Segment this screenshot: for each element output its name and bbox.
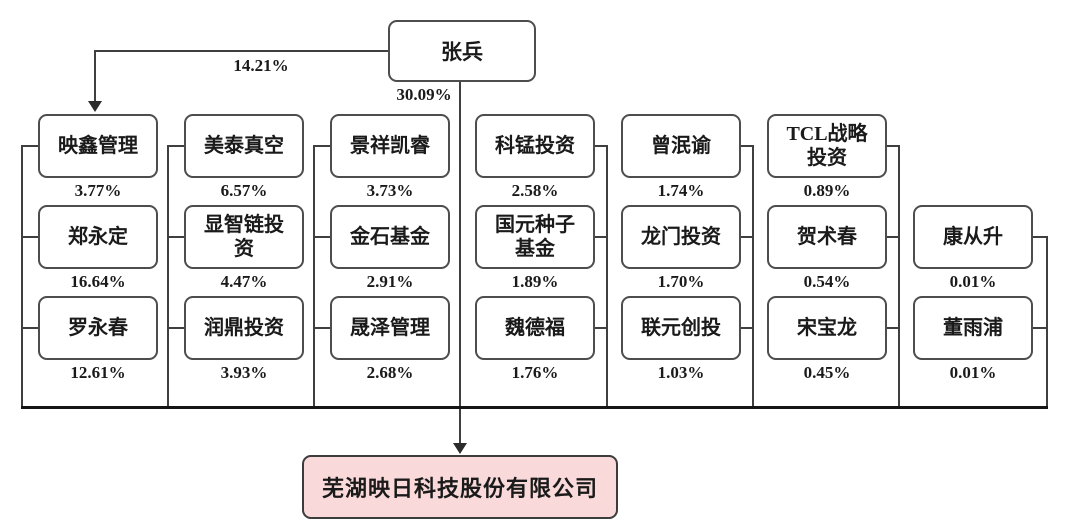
ownership-percent: 0.54% bbox=[803, 272, 851, 291]
collector-line bbox=[21, 406, 1048, 409]
connector-line bbox=[595, 236, 608, 238]
shareholder-box: 龙门投资 bbox=[621, 205, 741, 269]
ownership-percent: 2.91% bbox=[366, 272, 414, 291]
shareholder-name: 金石基金 bbox=[350, 225, 430, 248]
shareholder-name: 龙门投资 bbox=[641, 225, 721, 248]
connector-line bbox=[1033, 327, 1048, 329]
ownership-percent: 3.93% bbox=[220, 363, 268, 382]
ownership-percent: 4.47% bbox=[220, 272, 268, 291]
connector-line bbox=[167, 145, 184, 147]
shareholder-name: 罗永春 bbox=[68, 316, 128, 339]
company-name: 芜湖映日科技股份有限公司 bbox=[321, 476, 598, 501]
shareholder-box: 联元创投 bbox=[621, 296, 741, 360]
shareholder-box: 美泰真空 bbox=[184, 114, 304, 178]
shareholder-box: 映鑫管理 bbox=[38, 114, 158, 178]
shareholder-name: TCL战略投资 bbox=[786, 122, 868, 169]
connector-line bbox=[887, 145, 900, 147]
connector-line bbox=[741, 327, 754, 329]
shareholder-name: 联元创投 bbox=[641, 316, 721, 339]
shareholder-name: 映鑫管理 bbox=[58, 134, 138, 157]
connector-line bbox=[887, 236, 900, 238]
connector-line bbox=[1046, 236, 1048, 407]
shareholder-name: 贺术春 bbox=[797, 225, 857, 248]
shareholder-box: 罗永春 bbox=[38, 296, 158, 360]
shareholder-box: 润鼎投资 bbox=[184, 296, 304, 360]
connector-line bbox=[21, 327, 38, 329]
connector-line bbox=[887, 327, 900, 329]
shareholder-box: 显智链投资 bbox=[184, 205, 304, 269]
ownership-percent: 2.58% bbox=[511, 181, 559, 200]
connector-line bbox=[459, 82, 461, 444]
shareholder-box: 国元种子基金 bbox=[475, 205, 595, 269]
shareholder-name: 魏德福 bbox=[505, 316, 565, 339]
shareholder-name: 郑永定 bbox=[68, 225, 128, 248]
connector-line bbox=[167, 145, 169, 407]
connector-line bbox=[741, 236, 754, 238]
ownership-percent: 1.76% bbox=[511, 363, 559, 382]
ownership-percent: 1.74% bbox=[657, 181, 705, 200]
ownership-percent: 12.61% bbox=[70, 363, 126, 382]
shareholder-name: 美泰真空 bbox=[204, 134, 284, 157]
company-box: 芜湖映日科技股份有限公司 bbox=[302, 455, 618, 519]
ownership-percent: 3.77% bbox=[74, 181, 122, 200]
ownership-percent: 6.57% bbox=[220, 181, 268, 200]
arrow-down-icon bbox=[453, 443, 467, 454]
shareholder-box: 郑永定 bbox=[38, 205, 158, 269]
arrow-down-icon bbox=[88, 101, 102, 112]
shareholder-box: 宋宝龙 bbox=[767, 296, 887, 360]
connector-line bbox=[1033, 236, 1048, 238]
shareholder-name: 曾泯谕 bbox=[651, 134, 711, 157]
shareholder-name: 国元种子基金 bbox=[495, 213, 575, 260]
connector-line bbox=[313, 236, 330, 238]
connector-line bbox=[313, 145, 330, 147]
connector-line bbox=[595, 145, 608, 147]
shareholder-name: 润鼎投资 bbox=[204, 316, 284, 339]
ownership-percent: 3.73% bbox=[366, 181, 414, 200]
shareholder-name: 晟泽管理 bbox=[350, 316, 430, 339]
shareholder-box: 科锰投资 bbox=[475, 114, 595, 178]
connector-line bbox=[21, 236, 38, 238]
connector-line bbox=[21, 145, 38, 147]
shareholder-name: 宋宝龙 bbox=[797, 316, 857, 339]
percent-label-root-to-first-shareholder: 14.21% bbox=[233, 56, 289, 75]
shareholder-box: 景祥凯睿 bbox=[330, 114, 450, 178]
shareholder-box: 贺术春 bbox=[767, 205, 887, 269]
connector-line bbox=[741, 145, 754, 147]
connector-line bbox=[94, 50, 96, 103]
connector-line bbox=[167, 236, 184, 238]
ownership-percent: 0.01% bbox=[949, 363, 997, 382]
ownership-percent: 1.03% bbox=[657, 363, 705, 382]
shareholder-box: 董雨浦 bbox=[913, 296, 1033, 360]
shareholder-box: 曾泯谕 bbox=[621, 114, 741, 178]
root-shareholder-box: 张兵 bbox=[388, 20, 536, 82]
connector-line bbox=[95, 50, 389, 52]
connector-line bbox=[167, 327, 184, 329]
connector-line bbox=[313, 145, 315, 407]
shareholder-box: 魏德福 bbox=[475, 296, 595, 360]
shareholder-box: 晟泽管理 bbox=[330, 296, 450, 360]
shareholder-name: 显智链投资 bbox=[204, 213, 284, 260]
percent-label-root-to-company: 30.09% bbox=[396, 85, 452, 104]
shareholder-name: 董雨浦 bbox=[943, 316, 1003, 339]
shareholder-box: 金石基金 bbox=[330, 205, 450, 269]
shareholder-name: 科锰投资 bbox=[495, 134, 575, 157]
shareholder-name: 景祥凯睿 bbox=[350, 134, 430, 157]
shareholder-name: 康从升 bbox=[943, 225, 1003, 248]
shareholder-box: TCL战略投资 bbox=[767, 114, 887, 178]
connector-line bbox=[898, 145, 900, 407]
connector-line bbox=[606, 145, 608, 407]
ownership-percent: 1.89% bbox=[511, 272, 559, 291]
ownership-percent: 0.89% bbox=[803, 181, 851, 200]
ownership-percent: 16.64% bbox=[70, 272, 126, 291]
connector-line bbox=[313, 327, 330, 329]
ownership-percent: 0.01% bbox=[949, 272, 997, 291]
ownership-percent: 0.45% bbox=[803, 363, 851, 382]
connector-line bbox=[21, 145, 23, 407]
ownership-percent: 1.70% bbox=[657, 272, 705, 291]
shareholder-box: 康从升 bbox=[913, 205, 1033, 269]
ownership-percent: 2.68% bbox=[366, 363, 414, 382]
connector-line bbox=[752, 145, 754, 407]
root-shareholder-name: 张兵 bbox=[441, 40, 483, 64]
connector-line bbox=[595, 327, 608, 329]
